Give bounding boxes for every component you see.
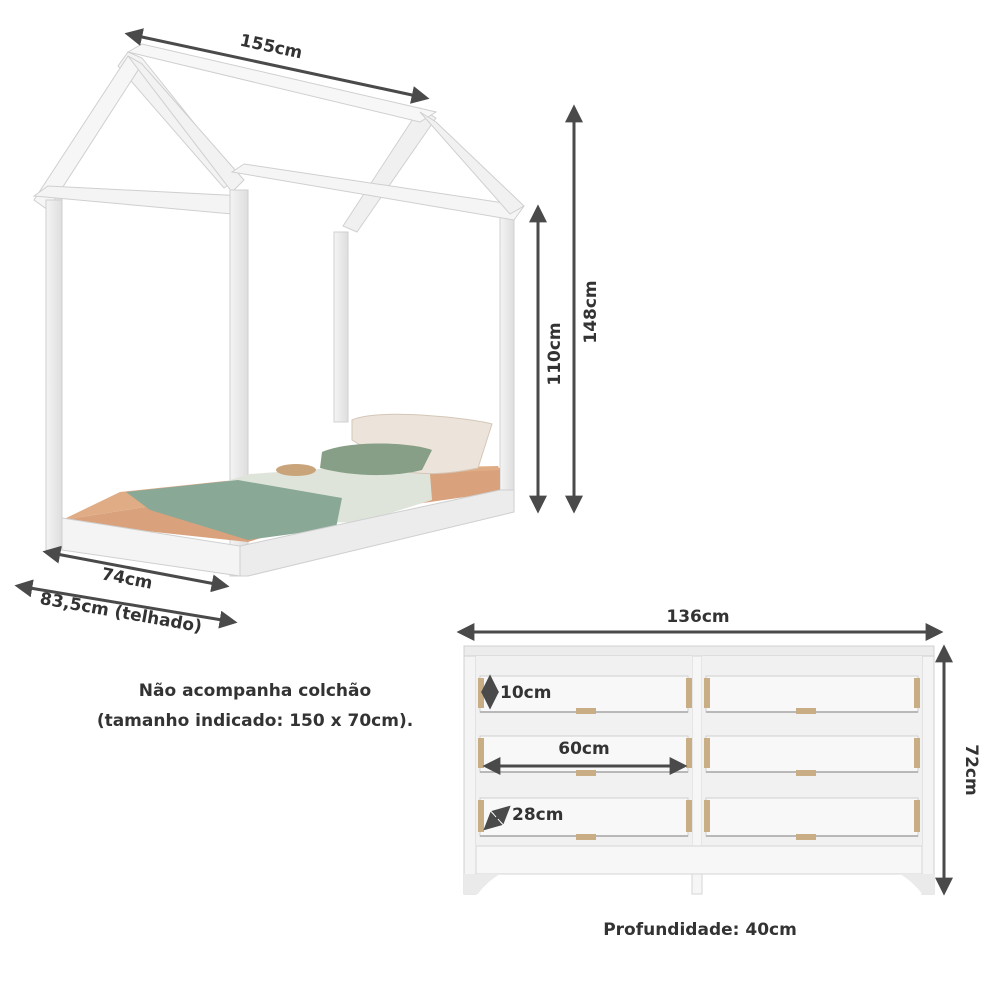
drawer-frame: [479, 675, 689, 713]
drawers-right: [704, 675, 920, 840]
dim-line-length: [124, 28, 430, 104]
mattress-note-line1: Não acompanha colchão: [138, 681, 372, 701]
drawer-handle: [796, 834, 816, 840]
drawer-slide: [914, 738, 920, 768]
side-beam-front: [32, 185, 245, 215]
drawer-frame: [705, 735, 919, 773]
drawer-handle: [576, 708, 596, 714]
back-gable-right: [342, 107, 437, 233]
front-gable-right: [127, 55, 245, 193]
drawer-handle: [576, 834, 596, 840]
dresser-side-left: [463, 655, 477, 895]
dim-line-drawer-depth: [483, 805, 511, 831]
label-dresser-height: 72cm: [961, 744, 981, 795]
label-height-total: 148cm: [581, 280, 601, 343]
right-post-rear: [499, 211, 515, 513]
drawer-slide: [704, 800, 710, 832]
front-post-left: [45, 199, 63, 551]
front-gable-right-upper: [419, 111, 525, 215]
house-bed-illustration: [32, 43, 525, 577]
bed-dimension-lines: [14, 28, 583, 629]
drawer-slide: [478, 738, 484, 768]
drawer-frame: [479, 797, 689, 837]
drawer-slide: [704, 678, 710, 708]
green-pillow: [320, 443, 432, 476]
label-width-roof: 83,5cm (telhado): [38, 589, 203, 637]
drawer-handle: [796, 770, 816, 776]
drawer-slide: [704, 738, 710, 768]
bed-base-side: [239, 489, 515, 577]
drawer-handle: [796, 708, 816, 714]
label-dresser-width: 136cm: [666, 607, 729, 627]
drawer-slide: [686, 800, 692, 832]
label-drawer-depth: 28cm: [512, 805, 563, 825]
drawer-frame: [705, 675, 919, 713]
mattress-note-line2: (tamanho indicado: 150 x 70cm).: [96, 711, 414, 731]
dresser-dimension-labels: 136cm 72cm 10cm 60cm 28cm: [500, 607, 981, 825]
drawer-slide: [914, 800, 920, 832]
mattress-note: Não acompanha colchão (tamanho indicado:…: [60, 676, 450, 736]
back-post-right: [333, 231, 349, 423]
drawer-slide: [478, 800, 484, 832]
drawer-handle: [576, 770, 596, 776]
drawer-slide: [914, 678, 920, 708]
green-blanket: [126, 480, 342, 540]
drawer-slide: [686, 738, 692, 768]
dresser-foot-left: [464, 874, 500, 894]
drawer-frame: [705, 797, 919, 837]
wooden-toy: [276, 464, 316, 476]
label-height-wall: 110cm: [545, 322, 565, 385]
dresser-top: [463, 645, 935, 657]
dresser-depth-note: Profundidade: 40cm: [603, 920, 797, 940]
label-drawer-width: 60cm: [558, 739, 609, 759]
drawer-slide: [478, 678, 484, 708]
dresser-side-right: [921, 655, 935, 895]
label-width: 74cm: [100, 564, 154, 593]
dim-line-width-roof: [14, 579, 238, 629]
drawer-slide: [686, 678, 692, 708]
label-drawer-height: 10cm: [500, 683, 551, 703]
dresser-plinth: [475, 845, 923, 875]
dresser-foot-right: [900, 874, 934, 894]
dresser-dimension-lines: [456, 623, 953, 896]
